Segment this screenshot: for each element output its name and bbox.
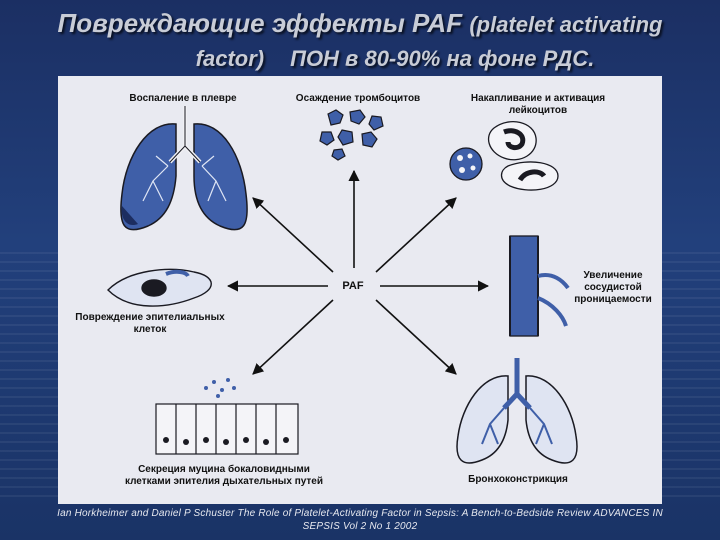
arrow-broncho: [375, 299, 457, 375]
lungs-inflamed-icon: [120, 106, 248, 231]
leukocytes-icon: [449, 121, 559, 191]
center-label-paf: PAF: [342, 280, 363, 292]
label-leukocytes-1: Накапливание и активация: [471, 93, 605, 104]
label-platelets: Осаждение тромбоцитов: [296, 92, 420, 104]
citation-line-2: SEPSIS Vol 2 No 1 2002: [302, 521, 418, 532]
lungs-bronchoconstriction-icon: [456, 358, 578, 464]
label-permeability-2: сосудистой: [584, 282, 642, 293]
label-mucin-1: Секреция муцина бокаловидными: [138, 463, 310, 475]
title-line-1: Повреждающие эффекты PAF (platelet activ…: [0, 6, 720, 42]
title-subtitle: ПОН в 80-90% на фоне РДС.: [290, 46, 595, 71]
label-epithelial-1: Повреждение эпителиальных: [75, 312, 225, 323]
epithelial-cell-icon: [107, 268, 212, 307]
arrow-mucin: [252, 299, 334, 375]
label-epithelial-2: клеток: [134, 324, 168, 335]
arrow-pleura: [252, 197, 334, 273]
blood-vessel-icon: [509, 235, 570, 337]
platelets-icon: [319, 109, 384, 161]
title-main: Повреждающие эффекты PAF: [57, 8, 463, 38]
diagram-panel: PAF Воспаление в плевре Осаждение тромбо…: [58, 76, 662, 504]
goblet-cells-icon: [155, 378, 299, 455]
citation: Ian Horkheimer and Daniel P Schuster The…: [0, 507, 720, 533]
label-permeability-3: проницаемости: [574, 294, 652, 305]
label-broncho: Бронхоконстрикция: [468, 474, 568, 485]
label-leukocytes-2: лейкоцитов: [509, 105, 567, 116]
citation-line-1: Ian Horkheimer and Daniel P Schuster The…: [57, 508, 663, 519]
arrow-leukocytes: [375, 197, 457, 273]
label-pleura: Воспаление в плевре: [129, 93, 237, 104]
label-permeability-1: Увеличение: [583, 270, 642, 281]
arrows: [226, 169, 490, 375]
label-mucin-2: клетками эпителия дыхательных путей: [125, 476, 323, 487]
slide-title: Повреждающие эффекты PAF (platelet activ…: [0, 6, 720, 76]
title-paren: (platelet activating: [469, 12, 663, 37]
title-line-2: factor) ПОН в 80-90% на фоне РДС.: [0, 42, 720, 76]
title-factor: factor): [195, 46, 265, 71]
paf-diagram: PAF Воспаление в плевре Осаждение тромбо…: [75, 92, 652, 487]
